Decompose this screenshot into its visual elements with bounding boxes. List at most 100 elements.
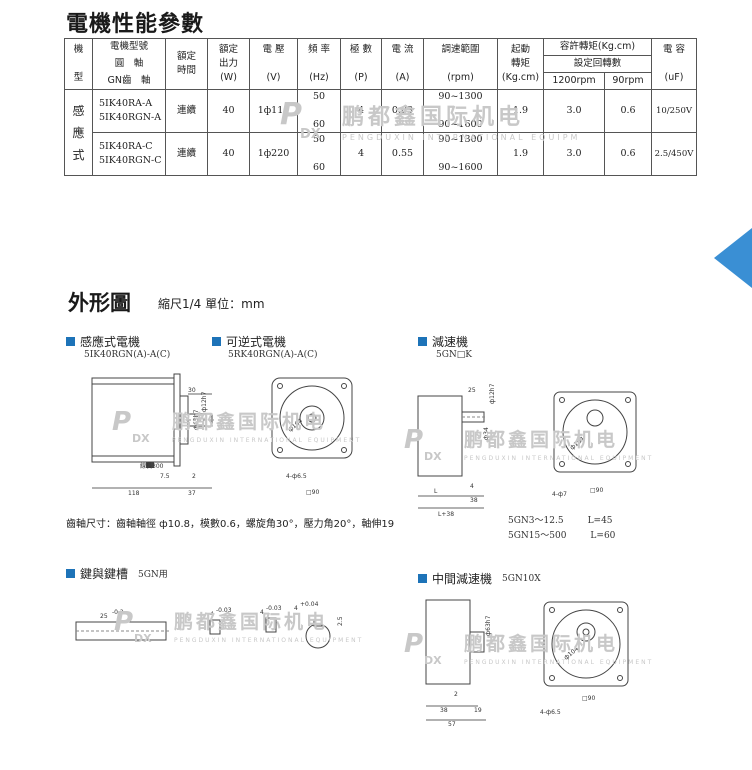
svg-text:PENGDUXIN INTERNATIONAL EQUIPM: PENGDUXIN INTERNATIONAL EQUIPMENT <box>464 659 653 666</box>
svg-text:PENGDUXIN INTERNATIONAL EQUIPM: PENGDUXIN INTERNATIONAL EQUIPMENT <box>342 133 580 142</box>
svg-text:鹏都鑫国际机电: 鹏都鑫国际机电 <box>464 632 618 655</box>
svg-text:-0.03: -0.03 <box>266 605 282 612</box>
svg-text:4: 4 <box>260 609 264 616</box>
svg-text:-0.03: -0.03 <box>216 607 232 614</box>
svg-text:PENGDUXIN INTERNATIONAL EQUIPM: PENGDUXIN INTERNATIONAL EQUIPMENT <box>172 437 361 444</box>
svg-text:L+38: L+38 <box>438 511 454 518</box>
svg-text:18: 18 <box>550 424 552 432</box>
svg-text:2: 2 <box>454 691 458 698</box>
svg-text:118: 118 <box>128 490 140 497</box>
header-frequency: 頻 率(Hz) <box>297 38 341 90</box>
svg-text:4: 4 <box>470 483 474 490</box>
svg-text:□90: □90 <box>306 489 319 496</box>
section-reversible: 可逆式電機 <box>212 333 286 350</box>
key-drawing: 25 -0.2 4 -0.03 4 -0.03 4 +0.04 2.5 <box>70 601 344 660</box>
svg-text:P: P <box>280 97 302 132</box>
watermark-logo: P DX 鹏都鑫国际机电 PENGDUXIN INTERNATIONAL EQU… <box>112 407 361 445</box>
svg-text:DX: DX <box>424 654 442 667</box>
bullet-square-icon <box>212 337 221 346</box>
header-allowed-torque: 容許轉矩(Kg.cm) <box>543 38 652 56</box>
header-model-gear: GN齒 軸 <box>92 72 166 90</box>
svg-text:-0.2: -0.2 <box>112 609 124 616</box>
svg-text:25: 25 <box>100 613 108 620</box>
outline-scale: 縮尺1/4 單位：mm <box>158 297 265 311</box>
svg-text:鹏都鑫国际机电: 鹏都鑫国际机电 <box>172 410 326 433</box>
section-key: 鍵與鍵槽 5GN用 <box>66 565 168 582</box>
watermark-logo: P DX 鹏都鑫国际机电 PENGDUXIN INTERNATIONAL EQU… <box>404 425 653 463</box>
svg-text:37: 37 <box>188 490 196 497</box>
svg-text:4-ф7: 4-ф7 <box>552 491 567 498</box>
header-1200rpm: 1200rpm <box>543 72 605 90</box>
header-model: 電機型號 <box>92 38 166 56</box>
svg-text:鹏都鑫国际机电: 鹏都鑫国际机电 <box>464 428 618 451</box>
svg-text:線長300: 線長300 <box>140 462 164 470</box>
svg-text:2.5: 2.5 <box>337 616 344 626</box>
watermark-logo: P DX 鹏都鑫国际机电 PENGDUXIN INTERNATIONAL EQU… <box>114 607 361 645</box>
header-90rpm: 90rpm <box>604 72 652 90</box>
bullet-square-icon <box>66 337 75 346</box>
header-model-round: 圓 軸 <box>92 55 166 73</box>
svg-text:P: P <box>114 607 133 637</box>
svg-text:ф12h7: ф12h7 <box>201 391 208 412</box>
svg-text:4: 4 <box>210 611 214 618</box>
watermark-logo: P DX 鹏都鑫国际机电 PENGDUXIN INTERNATIONAL EQU… <box>404 629 653 667</box>
svg-text:DX: DX <box>132 432 150 445</box>
header-capacitor: 電 容(uF) <box>651 38 697 90</box>
bullet-square-icon <box>418 337 427 346</box>
svg-text:ф63h7: ф63h7 <box>485 615 492 636</box>
svg-text:DX: DX <box>300 127 321 142</box>
motor-face-drawing: ф104 4-ф6.5 □90 <box>268 370 358 496</box>
svg-text:38: 38 <box>470 497 478 504</box>
svg-text:L: L <box>434 488 438 495</box>
svg-text:ф12h7: ф12h7 <box>489 383 496 404</box>
section-intermediate: 中間減速機 5GN10X <box>418 570 541 587</box>
bullet-square-icon <box>66 569 75 578</box>
svg-text:P: P <box>404 425 423 455</box>
svg-text:鹏都鑫国际机电: 鹏都鑫国际机电 <box>174 610 328 633</box>
svg-text:鹏都鑫国际机电: 鹏都鑫国际机电 <box>342 104 524 130</box>
header-series: 機型 <box>64 38 93 90</box>
header-rated-output: 額定出力(W) <box>207 38 250 90</box>
svg-text:2: 2 <box>192 473 196 480</box>
spec-table: 機型 電機型號 額定時間 額定出力(W) 電 壓(V) 頻 率(Hz) 極 數(… <box>64 38 697 176</box>
section-gearbox: 減速機 <box>418 333 468 350</box>
bullet-square-icon <box>418 574 427 583</box>
svg-text:ф63h7: ф63h7 <box>193 409 200 430</box>
svg-text:□90: □90 <box>590 487 603 494</box>
page-title: 電機性能參數 <box>66 12 205 37</box>
svg-text:DX: DX <box>424 450 442 463</box>
outline-title: 外形圖 <box>68 291 131 315</box>
svg-text:4: 4 <box>294 605 298 612</box>
intermediate-side-drawing: ф63h7 2 38 19 57 <box>418 590 492 728</box>
section-induction: 感應式電機 <box>66 333 140 350</box>
svg-text:57: 57 <box>448 721 456 728</box>
svg-text:ф34: ф34 <box>483 427 490 440</box>
svg-text:30: 30 <box>188 387 196 394</box>
svg-text:+0.04: +0.04 <box>300 601 319 608</box>
next-page-arrow-icon[interactable] <box>714 228 752 288</box>
gear-note: 齒軸尺寸：齒軸軸徑 ф10.8，模數0.6，螺旋角30°，壓力角20°，軸伸19 <box>66 519 395 530</box>
header-speed-range: 調速範圍(rpm) <box>423 38 498 90</box>
svg-text:4-ф6.5: 4-ф6.5 <box>540 709 561 716</box>
header-set-speed: 設定回轉數 <box>543 55 652 73</box>
header-start-torque: 起動轉矩(Kg.cm) <box>497 38 544 90</box>
svg-text:7.5: 7.5 <box>160 473 170 480</box>
motor-side-drawing: 30 ф12h7 ф63h7 線長300 7.5 2 118 37 <box>88 370 218 497</box>
svg-text:38: 38 <box>440 707 448 714</box>
header-current: 電 流(A) <box>381 38 424 90</box>
header-voltage: 電 壓(V) <box>249 38 298 90</box>
series-label: 感應式 <box>64 89 93 176</box>
svg-text:PENGDUXIN INTERNATIONAL EQUIPM: PENGDUXIN INTERNATIONAL EQUIPMENT <box>464 455 653 462</box>
header-rated-time: 額定時間 <box>165 38 208 90</box>
svg-text:19: 19 <box>474 707 482 714</box>
watermark-logo: P DX 鹏都鑫国际机电 PENGDUXIN INTERNATIONAL EQU… <box>280 97 580 142</box>
gearbox-face-drawing: 18 ф104 4-ф7 □90 <box>550 380 650 498</box>
svg-text:P: P <box>112 407 131 437</box>
svg-text:4-ф6.5: 4-ф6.5 <box>286 473 307 480</box>
intermediate-face-drawing: ф104 □90 4-ф6.5 <box>540 590 640 716</box>
header-poles: 極 數(P) <box>340 38 382 90</box>
